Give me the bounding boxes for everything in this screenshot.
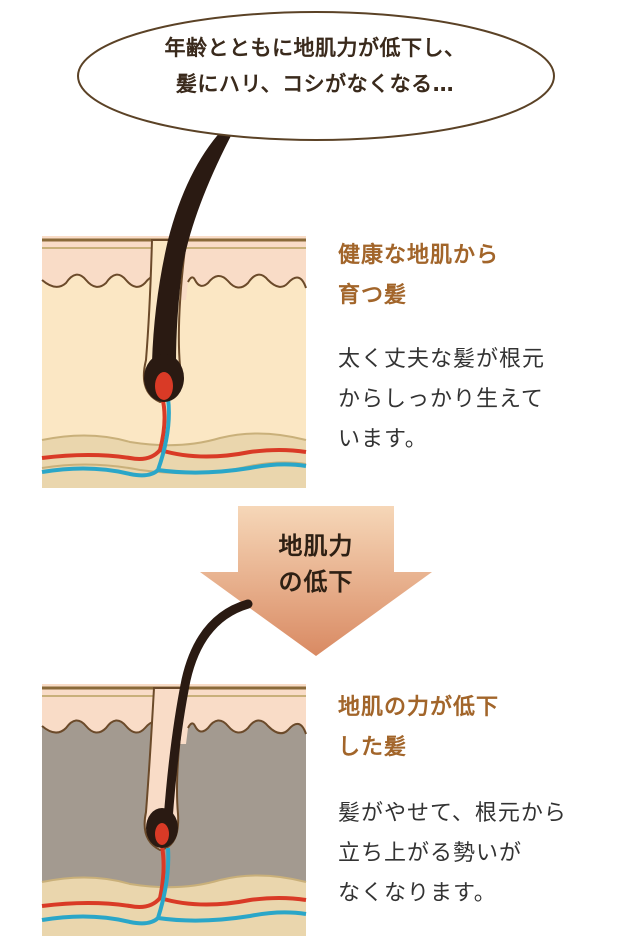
dermal-papilla (155, 372, 173, 400)
hair-strand (163, 599, 253, 825)
arrow-line-2: の低下 (278, 568, 354, 596)
healthy-body-line-3: います。 (338, 427, 428, 452)
weakened-body-line-3: なくなります。 (338, 881, 497, 906)
bubble-line-2: 髪にハリ、コシがなくなる… (175, 72, 455, 96)
arrow-line-1: 地肌力 (278, 532, 354, 560)
down-arrow (200, 506, 432, 656)
speech-bubble (77, 11, 555, 141)
healthy-body-line-2: からしっかり生えて (338, 387, 544, 412)
weakened-body-line-2: 立ち上がる勢いが (338, 841, 523, 866)
arrow-label: 地肌力 の低下 (236, 528, 396, 600)
fat-layer (42, 433, 306, 488)
weakened-skin-panel (41, 599, 307, 936)
healthy-heading-line-2: 育つ髪 (338, 283, 408, 308)
weakened-heading-line-2: した髪 (338, 735, 408, 760)
healthy-heading-line-1: 健康な地肌から (338, 243, 500, 268)
weakened-heading: 地肌の力が低下 した髪 (338, 688, 499, 768)
healthy-heading: 健康な地肌から 育つ髪 (338, 236, 499, 316)
dermal-papilla (155, 823, 169, 845)
vein-vessel (41, 397, 307, 478)
vein-vessel (41, 847, 307, 926)
healthy-description: 太く丈夫な髪が根元 からしっかり生えて います。 (338, 340, 545, 460)
weakened-body-line-1: 髪がやせて、根元から (338, 801, 567, 826)
bubble-line-1: 年齢とともに地肌力が低下し、 (164, 36, 466, 60)
fat-layer (42, 875, 306, 936)
healthy-skin-panel (41, 130, 307, 488)
hair-strand (152, 130, 234, 362)
weakened-description: 髪がやせて、根元から 立ち上がる勢いが なくなります。 (338, 794, 567, 914)
speech-bubble-text: 年齢とともに地肌力が低下し、 髪にハリ、コシがなくなる… (80, 30, 550, 102)
artery-vessel (41, 845, 307, 909)
healthy-body-line-1: 太く丈夫な髪が根元 (338, 347, 546, 372)
artery-vessel (41, 395, 307, 461)
weakened-heading-line-1: 地肌の力が低下 (338, 695, 500, 720)
